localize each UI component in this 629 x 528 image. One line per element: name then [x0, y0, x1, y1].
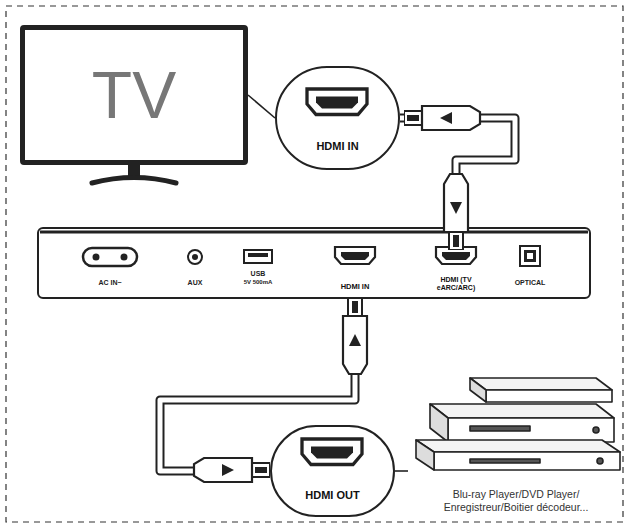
port-label: AUX: [188, 279, 203, 286]
ac-socket: [83, 248, 137, 266]
connector-line: [395, 470, 408, 472]
aux-jack: [188, 250, 202, 264]
hdmi-plug: [444, 174, 468, 250]
port-callout: HDMI IN: [275, 66, 400, 170]
tv-screen: TV: [20, 25, 248, 165]
leader-line: [395, 471, 408, 472]
player-illustration: [416, 378, 620, 470]
device-label: Blu-ray Player/DVD Player/ Enregistreur/…: [408, 372, 624, 518]
node-text: Blu-ray Player/DVD Player/ Enregistreur/…: [408, 488, 624, 514]
node-text: HDMI IN: [341, 282, 370, 291]
hdmi-plug: [194, 458, 270, 482]
tv-hdmi-port-icon: [307, 89, 367, 115]
node-text: HDMI IN: [316, 140, 358, 152]
tv-stand: [92, 165, 176, 183]
node-text: TV: [92, 57, 176, 133]
player-hdmi-port-icon: [302, 439, 362, 465]
hdmi-plug: [404, 106, 480, 130]
soundbar-panel: [38, 228, 590, 298]
port-label: OPTICAL: [515, 279, 546, 286]
port-callout: HDMI OUT: [270, 425, 395, 517]
hdmi-plug: [343, 298, 367, 374]
port-label: AC IN~: [98, 279, 121, 286]
port-label: HDMI IN: [325, 240, 385, 295]
optical-port: [520, 246, 540, 266]
dashed-frame: [6, 6, 623, 522]
node-text: HDMI (TV eARC/ARC): [423, 276, 489, 292]
port-label: HDMI (TV eARC/ARC): [423, 240, 489, 295]
usb-port: [244, 250, 272, 263]
node-text: HDMI OUT: [305, 489, 359, 501]
hdmi-in-port: [335, 247, 375, 264]
connector-line: [248, 95, 275, 118]
port-label: USB: [251, 270, 266, 277]
leader-line: [248, 95, 275, 118]
port-label: 5V 500mA: [244, 279, 273, 285]
